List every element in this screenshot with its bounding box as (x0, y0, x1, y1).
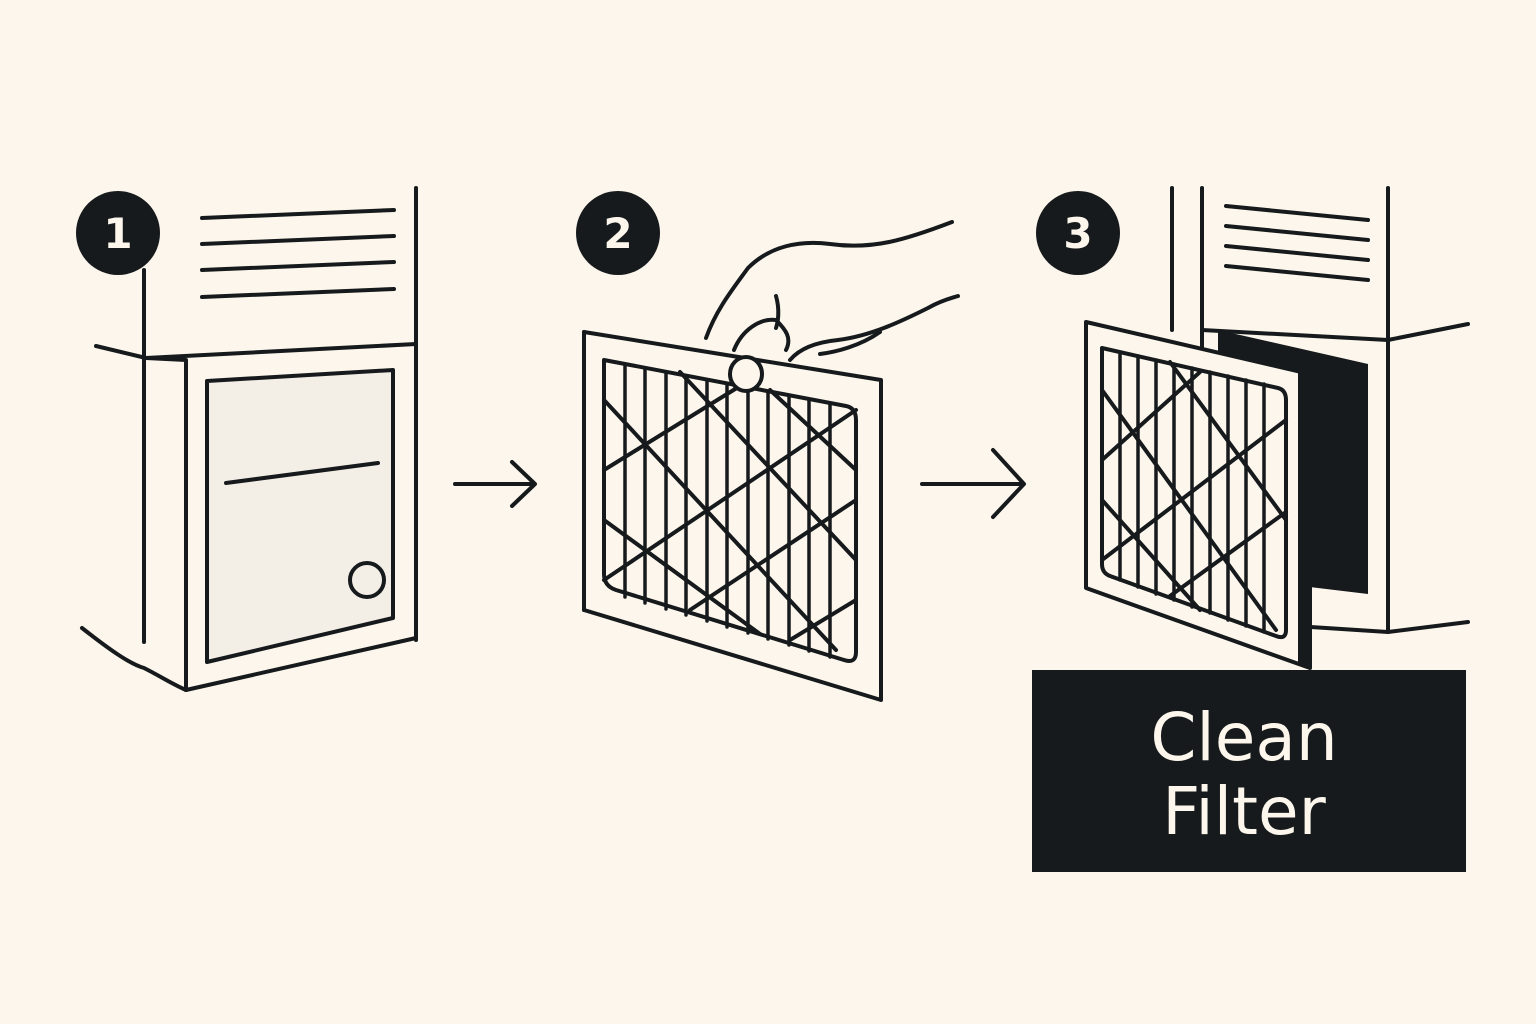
panel-knob-icon[interactable] (348, 561, 386, 599)
step-badge-2: 2 (576, 191, 660, 275)
vent-louver-icon (200, 208, 396, 299)
hand-upper-outline (704, 220, 954, 340)
step-badge-3: 3 (1036, 191, 1120, 275)
clean-filter-label: Clean Filter (1032, 670, 1466, 872)
right-arrow-icon (453, 460, 537, 508)
air-filter-icon (1084, 320, 1312, 670)
unit-base-edge (184, 636, 418, 692)
unit-base-curve (80, 626, 188, 692)
step-number: 1 (103, 209, 132, 258)
step-number: 2 (603, 209, 632, 258)
hand-icon (704, 220, 960, 393)
step-number: 3 (1063, 209, 1092, 258)
vent-louver-icon (1224, 204, 1370, 282)
access-panel[interactable] (205, 368, 395, 664)
filter-frame-outer (582, 330, 883, 702)
right-arrow-icon (920, 448, 1026, 519)
filter-frame-inner (1100, 346, 1288, 640)
panel-handle-line (224, 461, 380, 485)
label-line-1: Clean (1150, 699, 1337, 776)
step-badge-1: 1 (76, 191, 160, 275)
step-1-unit-illustration (80, 186, 418, 692)
unit-side-face (144, 356, 188, 692)
hand-finger (732, 317, 791, 352)
hand-thumb (728, 355, 764, 393)
hand-lower-outline (788, 294, 960, 362)
step-3-install-illustration (1084, 186, 1470, 670)
air-filter-icon (582, 330, 883, 702)
label-line-2: Filter (1162, 773, 1326, 850)
filter-frame-inner (602, 358, 858, 663)
step-2-filter-illustration (582, 220, 960, 702)
